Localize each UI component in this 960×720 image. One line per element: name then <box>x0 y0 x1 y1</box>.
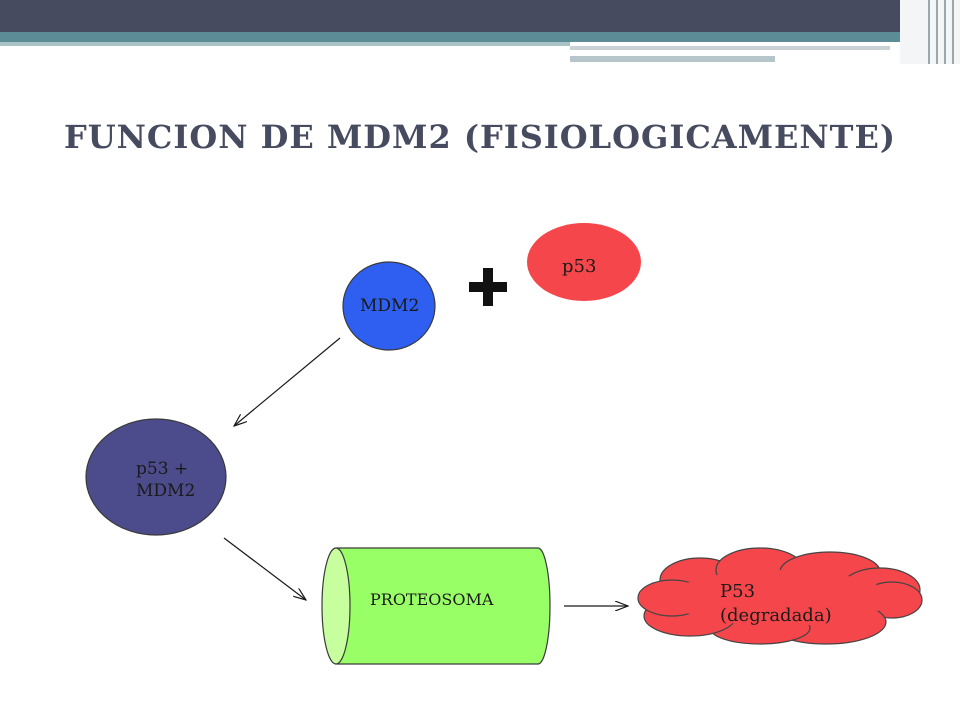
mdm2-label: MDM2 <box>360 296 420 316</box>
degraded-label-line2: (degradada) <box>720 605 832 626</box>
degraded-label: P53 (degradada) <box>720 580 832 628</box>
degraded-p53-cloud <box>637 547 923 645</box>
p53-label: p53 <box>562 256 597 277</box>
edge-complex-to-proteasome <box>223 537 306 600</box>
proteasome-node <box>321 547 551 665</box>
p53-mdm2-complex-node <box>85 418 227 536</box>
complex-label-line1: p53 + <box>136 459 189 479</box>
header-accent-band <box>0 32 900 42</box>
complex-label-line2: MDM2 <box>136 481 196 501</box>
header-accent-line <box>570 46 890 50</box>
header-corner-line <box>952 0 954 64</box>
complex-label: p53 + MDM2 <box>136 458 195 502</box>
p53-node <box>527 223 641 301</box>
header-corner-block <box>900 0 960 64</box>
header-bar <box>0 0 960 32</box>
proteasome-label: PROTEOSOMA <box>370 590 494 609</box>
plus-icon <box>469 268 507 306</box>
header-corner-line <box>944 0 946 64</box>
edge-mdm2-to-complex <box>234 337 341 426</box>
mdm2-node <box>342 261 436 351</box>
header-accent-line-2 <box>570 56 775 62</box>
header-accent-band-light <box>0 42 570 46</box>
slide-title: FUNCION DE MDM2 (FISIOLOGICAMENTE) <box>64 118 897 156</box>
header-corner-line <box>928 0 930 64</box>
degraded-label-line1: P53 <box>720 581 756 602</box>
header-corner-line <box>936 0 938 64</box>
